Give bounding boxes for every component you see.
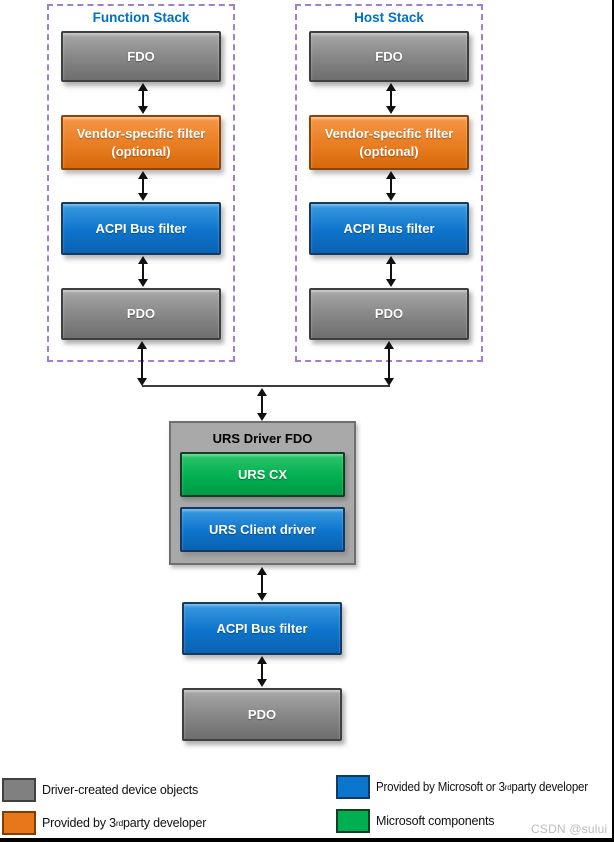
bottom-pdo-label: PDO xyxy=(247,706,277,722)
page-right-border xyxy=(612,0,614,842)
legend-swatch-gray xyxy=(2,778,36,802)
urs-driver-fdo-title: URS Driver FDO xyxy=(212,431,313,446)
urs-cx-label: URS CX xyxy=(237,466,288,482)
bottom-acpi-filter-box: ACPI Bus filter xyxy=(182,602,342,655)
function-stack-container: Function Stack FDO Vendor-specific filte… xyxy=(47,4,235,362)
function-vendor-filter-box: Vendor-specific filter (optional) xyxy=(61,115,221,170)
vendor-filter-label-line1: Vendor-specific filter xyxy=(324,125,454,141)
host-acpi-filter-box: ACPI Bus filter xyxy=(309,202,469,255)
bottom-pdo-box: PDO xyxy=(182,688,342,741)
watermark: CSDN @sului xyxy=(531,822,608,836)
legend-text: Driver-created device objects xyxy=(42,783,199,797)
host-fdo-label: FDO xyxy=(375,48,403,64)
host-pdo-box: PDO xyxy=(309,288,469,340)
double-arrow-icon xyxy=(385,171,397,201)
legend-text: Provided by Microsoft or 3 xyxy=(376,780,505,794)
double-arrow-icon xyxy=(383,341,395,386)
urs-client-driver-label: URS Client driver xyxy=(209,521,316,537)
double-arrow-icon xyxy=(137,83,149,114)
host-fdo-box: FDO xyxy=(309,31,469,82)
double-arrow-icon xyxy=(137,171,149,201)
legend-text: party developer xyxy=(123,816,207,830)
host-pdo-label: PDO xyxy=(374,306,404,322)
vendor-filter-label-line2: (optional) xyxy=(111,143,171,159)
urs-cx-box: URS CX xyxy=(180,452,345,497)
function-fdo-label: FDO xyxy=(127,48,155,64)
connector-line xyxy=(142,385,390,387)
function-fdo-box: FDO xyxy=(61,31,221,82)
double-arrow-icon xyxy=(385,83,397,114)
legend-swatch-blue xyxy=(336,775,370,799)
legend-text: Microsoft components xyxy=(376,814,495,828)
legend-swatch-green xyxy=(336,809,370,833)
acpi-filter-label: ACPI Bus filter xyxy=(95,220,187,236)
host-vendor-filter-box: Vendor-specific filter (optional) xyxy=(309,115,469,170)
legend-label-driver-created: Driver-created device objects xyxy=(42,778,198,802)
legend-swatch-orange xyxy=(2,811,36,835)
legend-label-microsoft: Microsoft components xyxy=(376,809,494,833)
double-arrow-icon xyxy=(256,388,268,421)
double-arrow-icon xyxy=(136,341,148,386)
vendor-filter-label-line1: Vendor-specific filter xyxy=(76,125,206,141)
page-bottom-border xyxy=(0,838,614,842)
function-pdo-label: PDO xyxy=(126,306,156,322)
double-arrow-icon xyxy=(256,567,268,601)
acpi-filter-label: ACPI Bus filter xyxy=(216,620,308,636)
function-pdo-box: PDO xyxy=(61,288,221,340)
acpi-filter-label: ACPI Bus filter xyxy=(343,220,435,236)
legend-text: party developer xyxy=(511,780,588,794)
double-arrow-icon xyxy=(137,256,149,287)
vendor-filter-label-line2: (optional) xyxy=(359,143,419,159)
function-acpi-filter-box: ACPI Bus filter xyxy=(61,202,221,255)
urs-driver-fdo-container: URS Driver FDO URS CX URS Client driver xyxy=(169,421,356,565)
legend-text: Provided by 3 xyxy=(42,816,116,830)
urs-client-driver-box: URS Client driver xyxy=(180,507,345,552)
function-stack-title: Function Stack xyxy=(92,10,190,25)
host-stack-container: Host Stack FDO Vendor-specific filter (o… xyxy=(295,4,483,362)
double-arrow-icon xyxy=(256,656,268,687)
host-stack-title: Host Stack xyxy=(354,10,424,25)
double-arrow-icon xyxy=(385,256,397,287)
